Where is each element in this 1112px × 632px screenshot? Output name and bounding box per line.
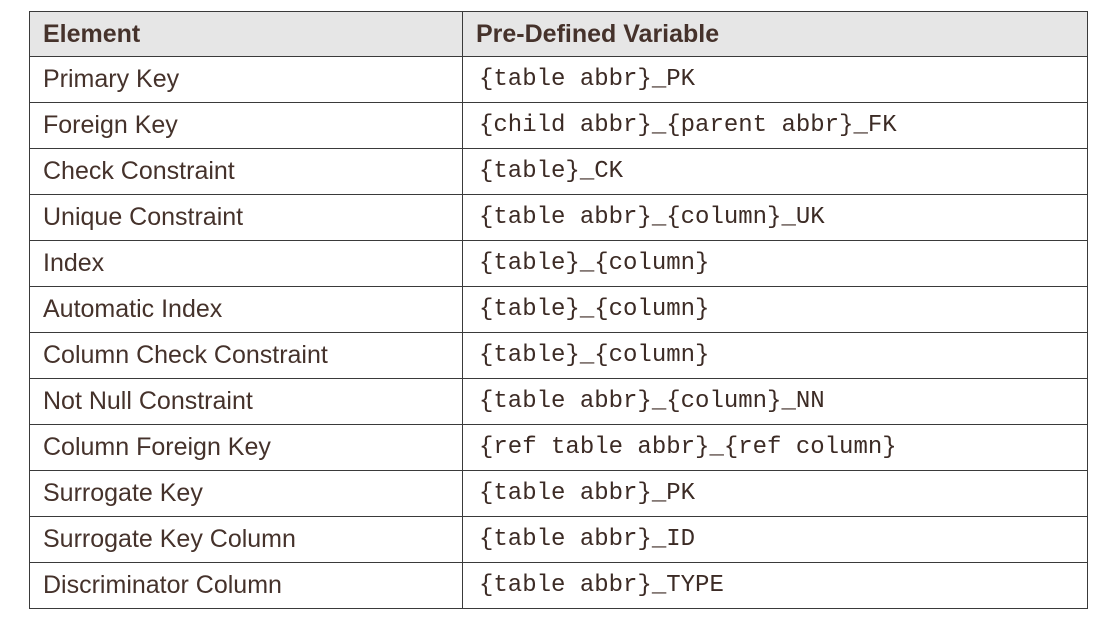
table-row: Surrogate Key {table abbr}_PK [29, 470, 1088, 517]
element-cell: Unique Constraint [29, 194, 463, 241]
table-row: Index {table}_{column} [29, 240, 1088, 287]
element-cell: Column Foreign Key [29, 424, 463, 471]
variable-cell: {table abbr}_{column}_NN [462, 378, 1088, 425]
table-row: Unique Constraint {table abbr}_{column}_… [29, 194, 1088, 241]
variable-cell: {table abbr}_{column}_UK [462, 194, 1088, 241]
variable-cell: {table abbr}_PK [462, 470, 1088, 517]
variable-cell: {table}_{column} [462, 332, 1088, 379]
variable-cell: {child abbr}_{parent abbr}_FK [462, 102, 1088, 149]
element-cell: Foreign Key [29, 102, 463, 149]
table-row: Column Check Constraint {table}_{column} [29, 332, 1088, 379]
table-body: Primary Key {table abbr}_PK Foreign Key … [29, 56, 1088, 609]
element-cell: Surrogate Key [29, 470, 463, 517]
variable-cell: {table abbr}_PK [462, 56, 1088, 103]
element-cell: Not Null Constraint [29, 378, 463, 425]
variable-cell: {table}_CK [462, 148, 1088, 195]
element-cell: Column Check Constraint [29, 332, 463, 379]
table-row: Surrogate Key Column {table abbr}_ID [29, 516, 1088, 563]
naming-conventions-table: Element Pre-Defined Variable Primary Key… [29, 11, 1088, 609]
variable-cell: {ref table abbr}_{ref column} [462, 424, 1088, 471]
table-row: Primary Key {table abbr}_PK [29, 56, 1088, 103]
table-row: Foreign Key {child abbr}_{parent abbr}_F… [29, 102, 1088, 149]
variable-cell: {table abbr}_TYPE [462, 562, 1088, 609]
element-cell: Automatic Index [29, 286, 463, 333]
column-header-element: Element [29, 11, 463, 57]
variable-cell: {table}_{column} [462, 286, 1088, 333]
element-cell: Discriminator Column [29, 562, 463, 609]
table-row: Not Null Constraint {table abbr}_{column… [29, 378, 1088, 425]
table-row: Column Foreign Key {ref table abbr}_{ref… [29, 424, 1088, 471]
table-row: Automatic Index {table}_{column} [29, 286, 1088, 333]
element-cell: Check Constraint [29, 148, 463, 195]
table-row: Check Constraint {table}_CK [29, 148, 1088, 195]
table-row: Discriminator Column {table abbr}_TYPE [29, 562, 1088, 609]
table-header: Element Pre-Defined Variable [29, 11, 1088, 57]
column-header-variable: Pre-Defined Variable [462, 11, 1088, 57]
element-cell: Surrogate Key Column [29, 516, 463, 563]
header-row: Element Pre-Defined Variable [29, 11, 1088, 57]
element-cell: Primary Key [29, 56, 463, 103]
element-cell: Index [29, 240, 463, 287]
variable-cell: {table}_{column} [462, 240, 1088, 287]
variable-cell: {table abbr}_ID [462, 516, 1088, 563]
